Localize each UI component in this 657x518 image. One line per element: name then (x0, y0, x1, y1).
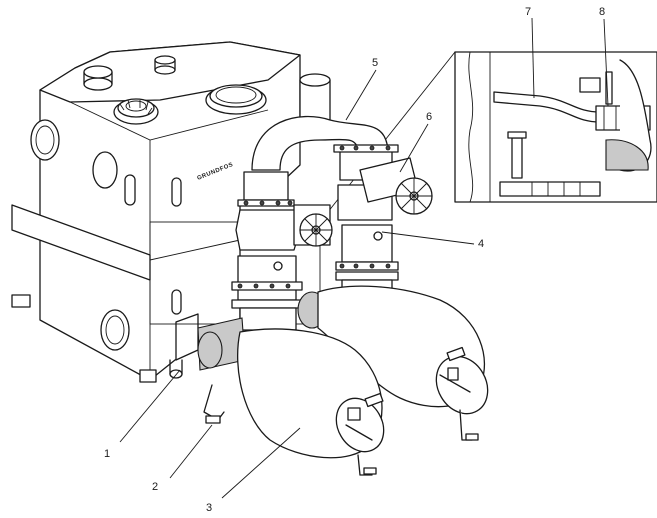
callout-1: 1 (104, 448, 110, 460)
leader-2 (169, 424, 213, 479)
leader-6 (399, 123, 429, 173)
callout-8: 8 (599, 6, 605, 18)
callout-4: 4 (478, 238, 484, 250)
leader-4 (381, 231, 475, 245)
callout-6: 6 (426, 111, 432, 123)
callouts: 1 2 3 4 5 6 7 8 (104, 6, 609, 514)
inspection-cover-right (205, 84, 267, 115)
leader-5 (345, 69, 377, 121)
leader-7 (531, 17, 535, 99)
collecting-tank: GRUNDFOS (11, 41, 301, 383)
pump-rear (297, 285, 489, 441)
leader-1 (119, 369, 181, 443)
leader-8 (603, 18, 609, 107)
flange-bolts (243, 145, 391, 206)
detail-inset (454, 51, 657, 203)
handwheel-right (395, 177, 433, 215)
callout-3: 3 (206, 502, 212, 514)
flange-bolts-lower (237, 263, 391, 289)
callout-7: 7 (525, 6, 531, 18)
callout-2: 2 (152, 481, 158, 493)
leader-3 (221, 427, 301, 499)
pump-front (197, 317, 385, 476)
inspection-cover-left (113, 98, 159, 125)
handwheel-left (299, 213, 333, 247)
callout-5: 5 (372, 57, 378, 69)
